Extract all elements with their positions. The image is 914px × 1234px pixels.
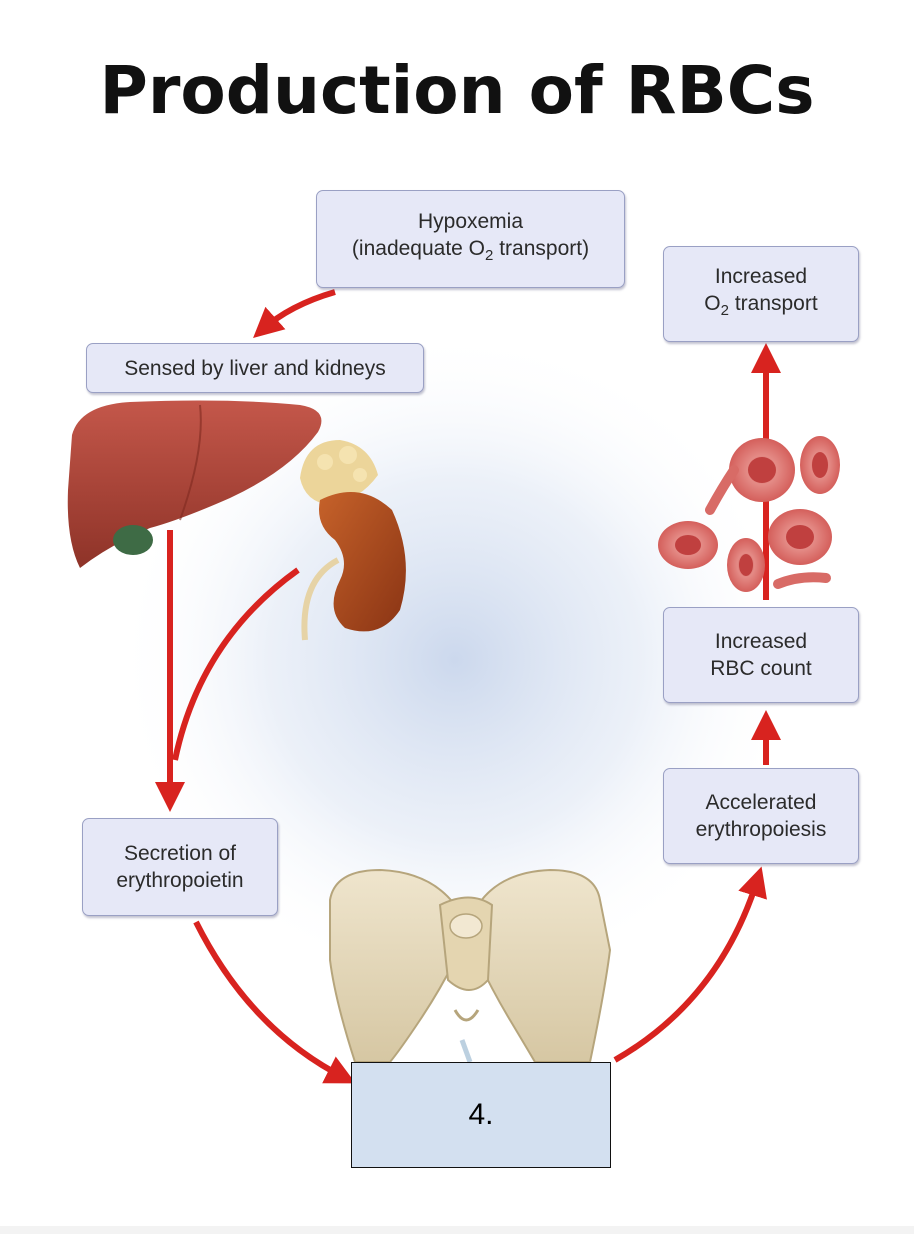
sensed-label: Sensed by liver and kidneys	[124, 356, 386, 380]
bottom-divider	[0, 1226, 914, 1234]
liver-illustration	[67, 400, 322, 568]
accelerated-line2: erythropoiesis	[695, 818, 827, 841]
o2-transport-line2: O2 transport	[704, 292, 818, 320]
rbc-count-line2: RBC count	[710, 657, 812, 680]
rbc-count-line1: Increased	[714, 630, 808, 653]
accelerated-line1: Accelerated	[705, 791, 817, 814]
o2-transport-box: Increased O2 transport	[663, 246, 859, 342]
sensed-box: Sensed by liver and kidneys	[86, 343, 424, 393]
hypoxemia-box: Hypoxemia (inadequate O2 transport)	[316, 190, 625, 288]
arrow-bone-to-accelerated	[613, 866, 767, 1063]
pelvis-illustration	[329, 868, 612, 1063]
page-title: Production of RBCs	[99, 52, 815, 129]
answer-box-4[interactable]: 4.	[351, 1062, 611, 1168]
accelerated-box: Accelerated erythropoiesis	[663, 768, 859, 864]
arrow-kidney-to-secretion	[172, 567, 300, 761]
secretion-box: Secretion of erythropoietin	[82, 818, 278, 916]
rbc-count-box: Increased RBC count	[663, 607, 859, 703]
kidney-illustration	[300, 440, 406, 641]
o2-transport-line1: Increased	[714, 265, 808, 289]
arrow-hypoxemia-to-sensed	[253, 289, 336, 338]
answer-label: 4.	[468, 1098, 494, 1131]
arrow-secretion-to-bone	[193, 920, 356, 1084]
hypoxemia-line1: Hypoxemia	[417, 210, 524, 234]
hypoxemia-line2: (inadequate O2 transport)	[351, 237, 590, 265]
secretion-line1: Secretion of	[123, 842, 237, 865]
rbc-cluster-illustration	[658, 436, 840, 592]
secretion-line2: erythropoietin	[116, 869, 244, 892]
background-glow	[115, 330, 795, 990]
